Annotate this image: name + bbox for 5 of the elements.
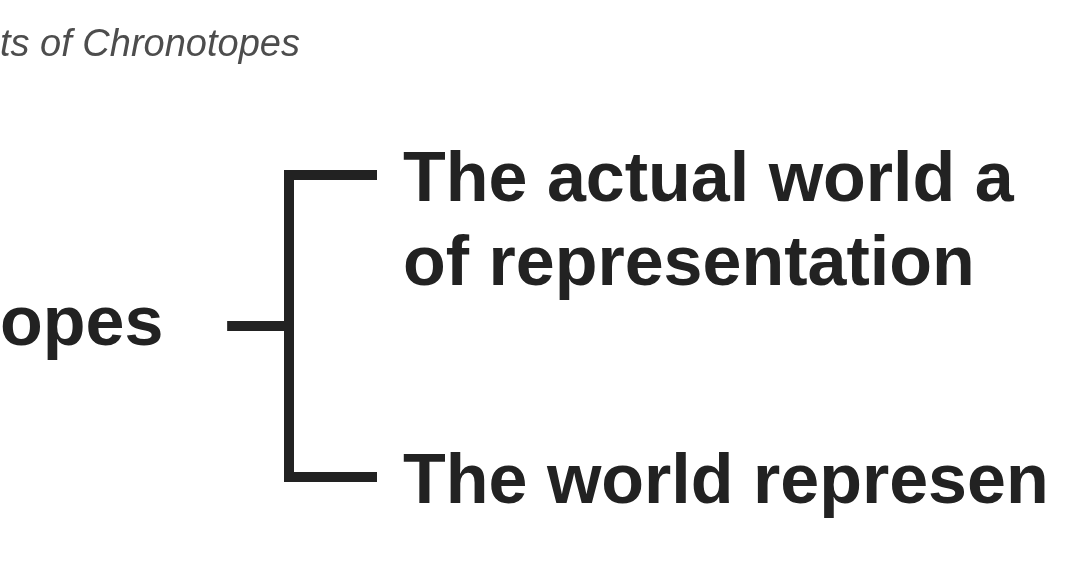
bracket-connector [227,321,377,482]
term-label: opes [0,279,164,363]
term-label: The actual world a of representation [403,135,1043,303]
diagram-title: ts of Chronotopes [0,21,300,66]
term-label: The world represen [403,437,1049,521]
